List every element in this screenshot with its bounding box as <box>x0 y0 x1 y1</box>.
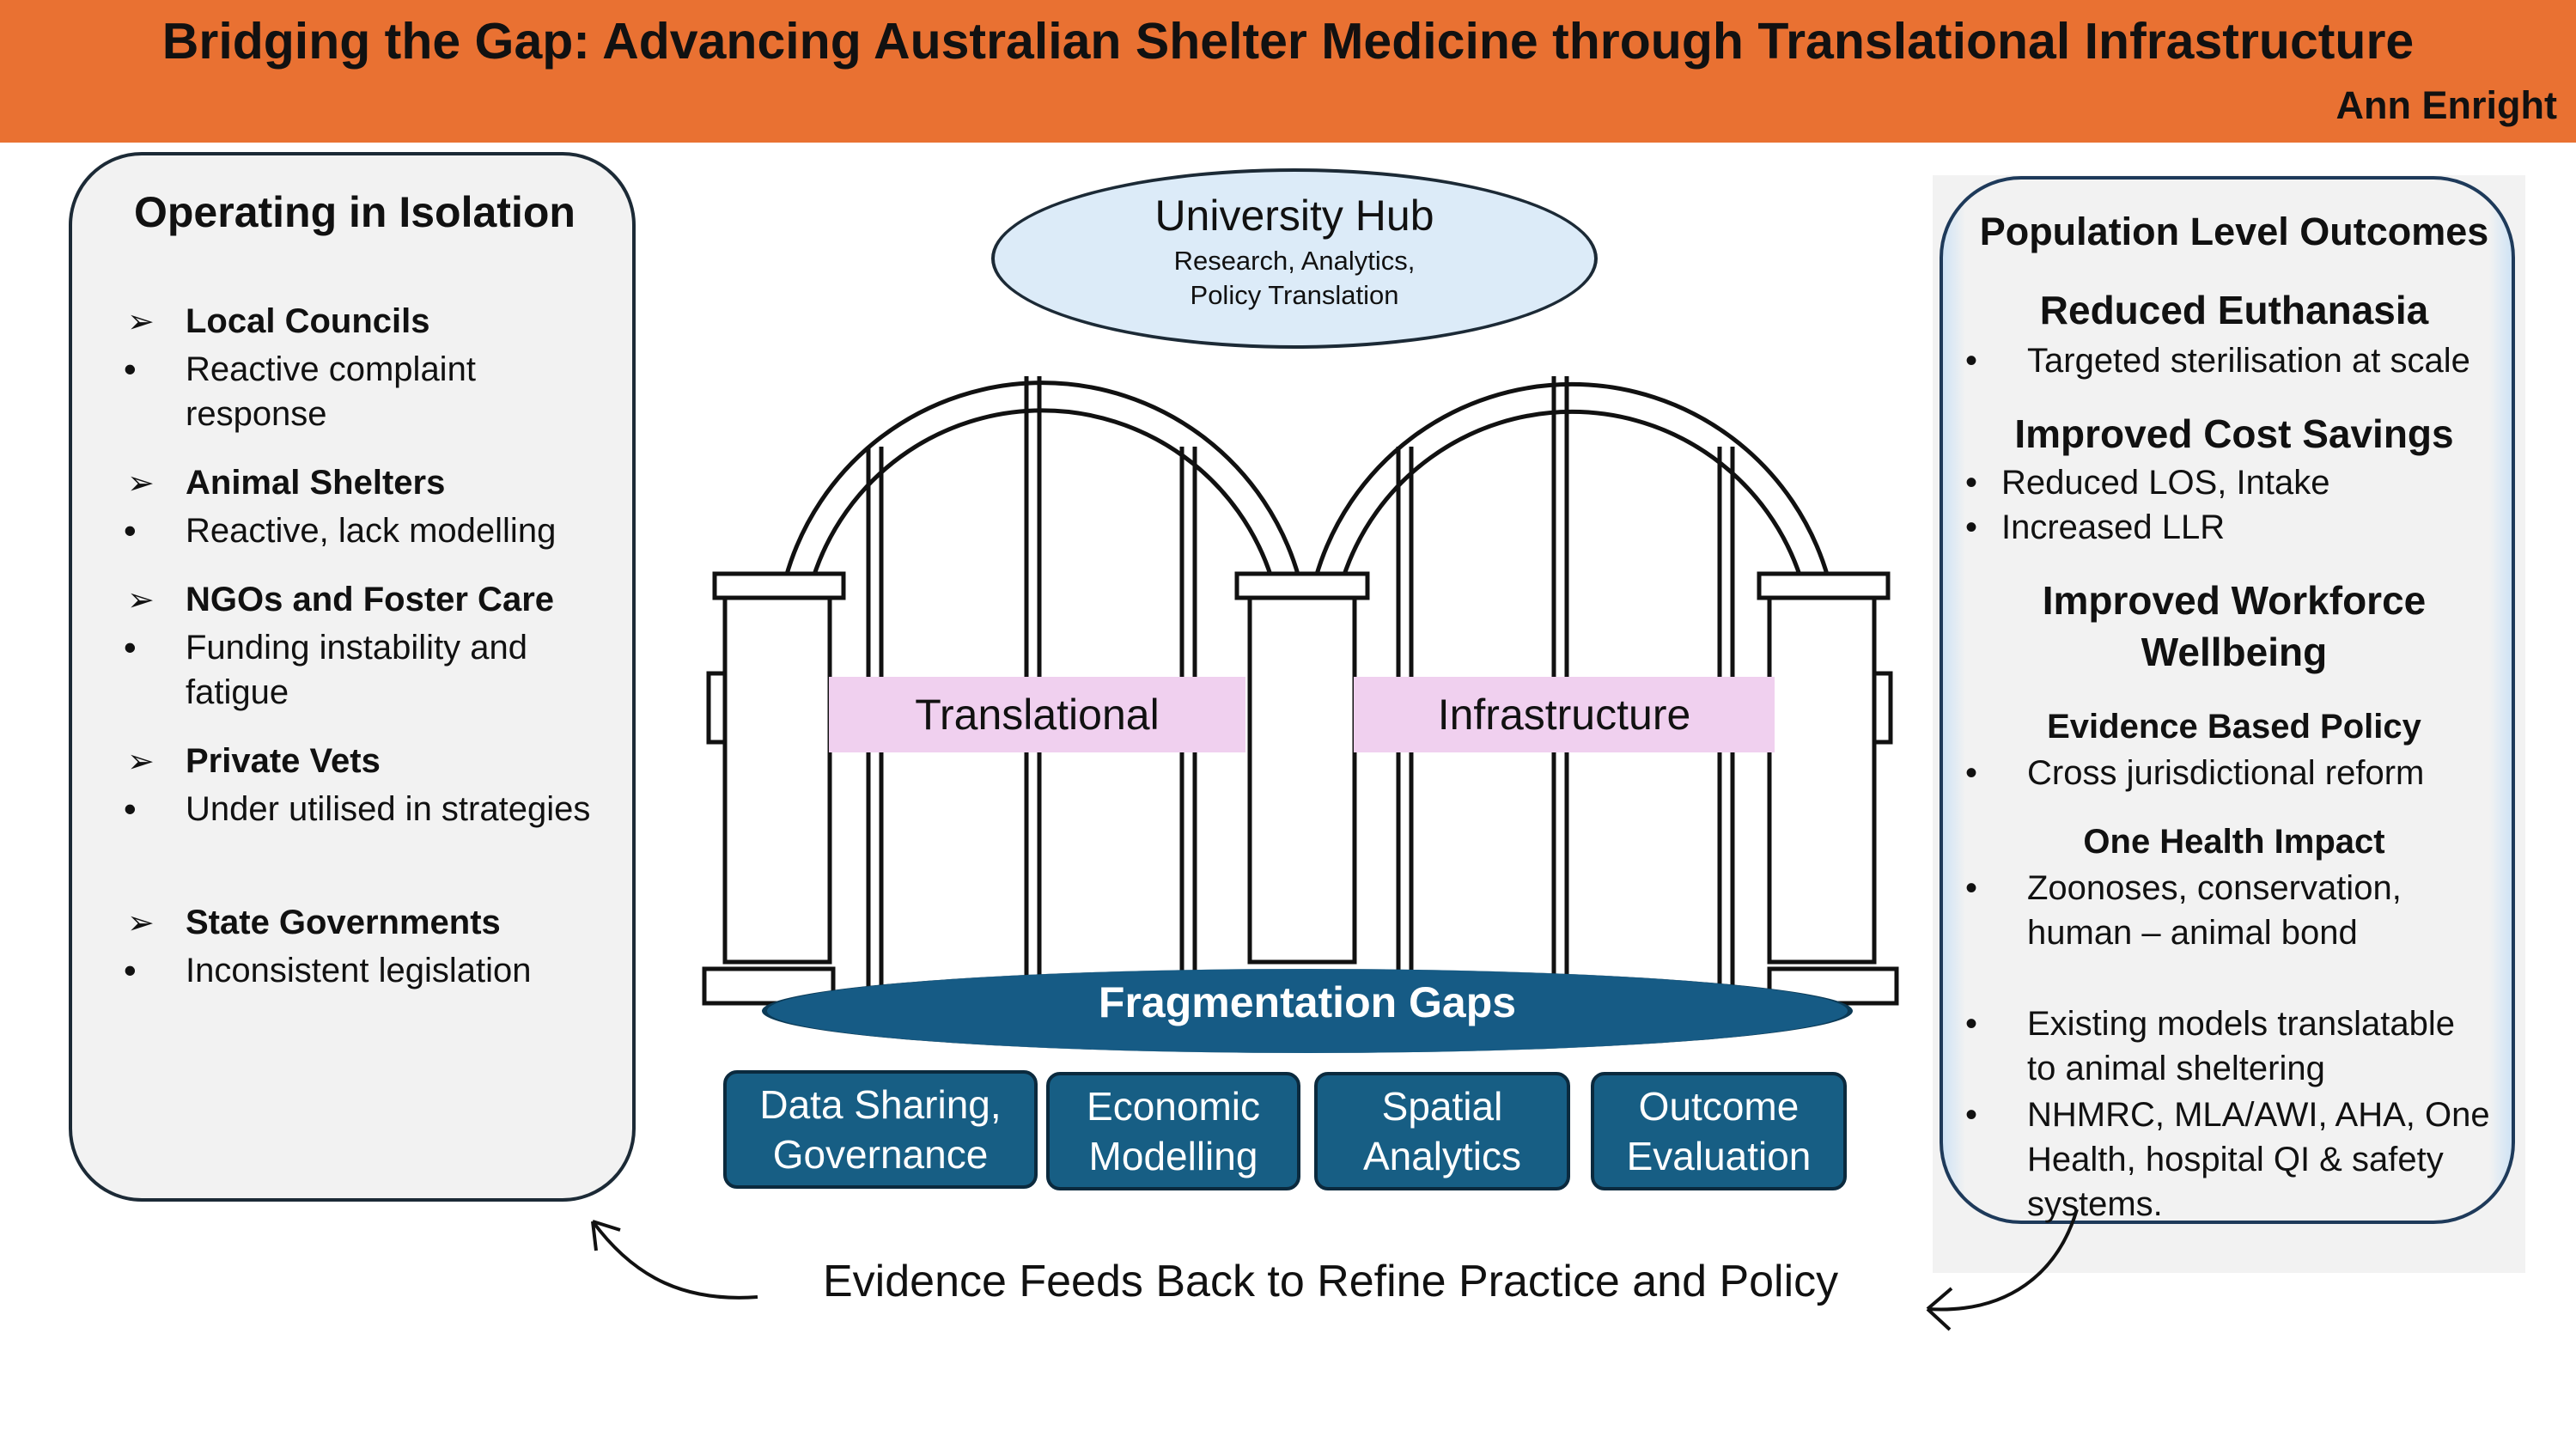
bullet-icon: • <box>1965 869 1978 907</box>
center-pillar-cap <box>1234 571 1370 600</box>
bullet-icon: • <box>124 627 137 667</box>
bullet-icon: • <box>1965 464 1978 502</box>
left-panel-heading: Operating in Isolation <box>134 188 575 236</box>
gap-box-outcome-evaluation: Outcome Evaluation <box>1591 1072 1847 1190</box>
university-hub-ellipse <box>991 168 1598 349</box>
operating-in-isolation-panel <box>69 152 636 1202</box>
gap-box-line1: Spatial <box>1381 1084 1503 1129</box>
hub-title: University Hub <box>1154 192 1434 240</box>
gap-box-line2: Analytics <box>1362 1134 1522 1178</box>
bullet-icon: • <box>124 950 137 990</box>
group-heading: Local Councils <box>186 302 430 340</box>
bullet-icon: • <box>1965 1096 1978 1134</box>
outcome-bullet: Cross jurisdictional reform <box>2027 754 2425 792</box>
outcome-bullet: NHMRC, MLA/AWI, AHA, One <box>2027 1096 2490 1134</box>
arrow-bullet-icon: ➢ <box>127 304 155 340</box>
right-pillar-notch <box>1872 671 1893 745</box>
left-arch <box>783 381 1302 580</box>
outcome-bullet: Reduced LOS, Intake <box>2001 464 2330 502</box>
gap-box-data-sharing: Data Sharing, Governance <box>723 1070 1038 1189</box>
group-description: Inconsistent legislation <box>186 952 532 989</box>
outcome-bullet-continued: Health, hospital QI & safety <box>2027 1141 2444 1178</box>
gap-box-line1: Economic <box>1087 1084 1260 1129</box>
one-health-heading: One Health Impact <box>2083 823 2385 861</box>
page-title: Bridging the Gap: Advancing Australian S… <box>161 13 2415 70</box>
group-heading: Private Vets <box>186 742 381 780</box>
center-pillar <box>1247 594 1357 965</box>
left-pillar-notch <box>706 671 728 745</box>
title-banner <box>0 0 2576 143</box>
right-pillar <box>1767 594 1877 965</box>
group-description: Under utilised in strategies <box>186 790 591 828</box>
reduced-euthanasia-heading: Reduced Euthanasia <box>2039 288 2429 332</box>
left-pillar-cap <box>712 571 846 600</box>
outcome-bullet-continued: systems. <box>2027 1185 2163 1223</box>
group-description: Reactive complaint response <box>186 350 476 433</box>
bullet-icon: • <box>1965 1005 1978 1043</box>
outcome-bullet: Increased LLR <box>2001 508 2226 546</box>
gap-box-line2: Modelling <box>1088 1134 1258 1178</box>
bullet-icon: • <box>124 788 137 829</box>
arrow-bullet-icon: ➢ <box>127 905 155 941</box>
group-description: Reactive, lack modelling <box>186 512 557 550</box>
outcome-bullet: Existing models translatable <box>2027 1005 2456 1043</box>
feedback-arrow-right-icon <box>1926 1209 2079 1331</box>
bullet-icon: • <box>1965 508 1978 546</box>
arrow-bullet-icon: ➢ <box>127 466 155 502</box>
right-arch <box>1312 382 1831 580</box>
cost-savings-heading: Improved Cost Savings <box>2014 411 2454 456</box>
fragmentation-gaps-bar <box>762 969 1853 1053</box>
feedback-arrow-left-icon <box>591 1220 758 1300</box>
author-name: Ann Enright <box>2335 83 2557 127</box>
arrow-bullet-icon: ➢ <box>127 744 155 780</box>
bullet-icon: • <box>124 510 137 551</box>
right-panel-heading: Population Level Outcomes <box>1979 210 2489 253</box>
gap-box-line2: Evaluation <box>1626 1134 1812 1178</box>
outcome-bullet: Zoonoses, conservation, <box>2027 869 2402 907</box>
outcome-bullet-continued: human – animal bond <box>2027 914 2358 952</box>
hub-subtitle-line2: Policy Translation <box>1190 280 1399 310</box>
arrow-bullet-icon: ➢ <box>127 582 155 618</box>
infrastructure-label: Infrastructure <box>1354 677 1775 752</box>
gap-box-line1: Data Sharing, <box>759 1082 1002 1127</box>
bullet-icon: • <box>1965 342 1978 380</box>
hub-subtitle-line1: Research, Analytics, <box>1173 246 1416 276</box>
gap-box-economic-modelling: Economic Modelling <box>1046 1072 1300 1190</box>
outcome-bullet-continued: to animal sheltering <box>2027 1050 2325 1087</box>
population-outcomes-panel <box>1940 176 2515 1224</box>
group-heading: State Governments <box>186 904 501 941</box>
group-description: Funding instability and fatigue <box>186 629 528 711</box>
workforce-heading-line1: Improved Workforce <box>2042 578 2427 623</box>
bullet-icon: • <box>124 349 137 389</box>
fragmentation-gaps-label: Fragmentation Gaps <box>1098 978 1517 1026</box>
left-pillar <box>722 594 832 965</box>
gap-box-line1: Outcome <box>1638 1084 1800 1129</box>
outcome-bullet: Targeted sterilisation at scale <box>2027 342 2470 380</box>
right-pillar-cap <box>1757 571 1891 600</box>
gap-box-line2: Governance <box>772 1132 989 1177</box>
evidence-policy-heading: Evidence Based Policy <box>2047 708 2421 746</box>
gap-box-spatial-analytics: Spatial Analytics <box>1314 1072 1570 1190</box>
workforce-heading-line2: Wellbeing <box>2141 630 2328 674</box>
bullet-icon: • <box>1965 754 1978 792</box>
translational-label: Translational <box>829 677 1245 752</box>
group-heading: NGOs and Foster Care <box>186 581 555 618</box>
feedback-caption: Evidence Feeds Back to Refine Practice a… <box>823 1257 1839 1306</box>
group-heading: Animal Shelters <box>186 464 446 502</box>
